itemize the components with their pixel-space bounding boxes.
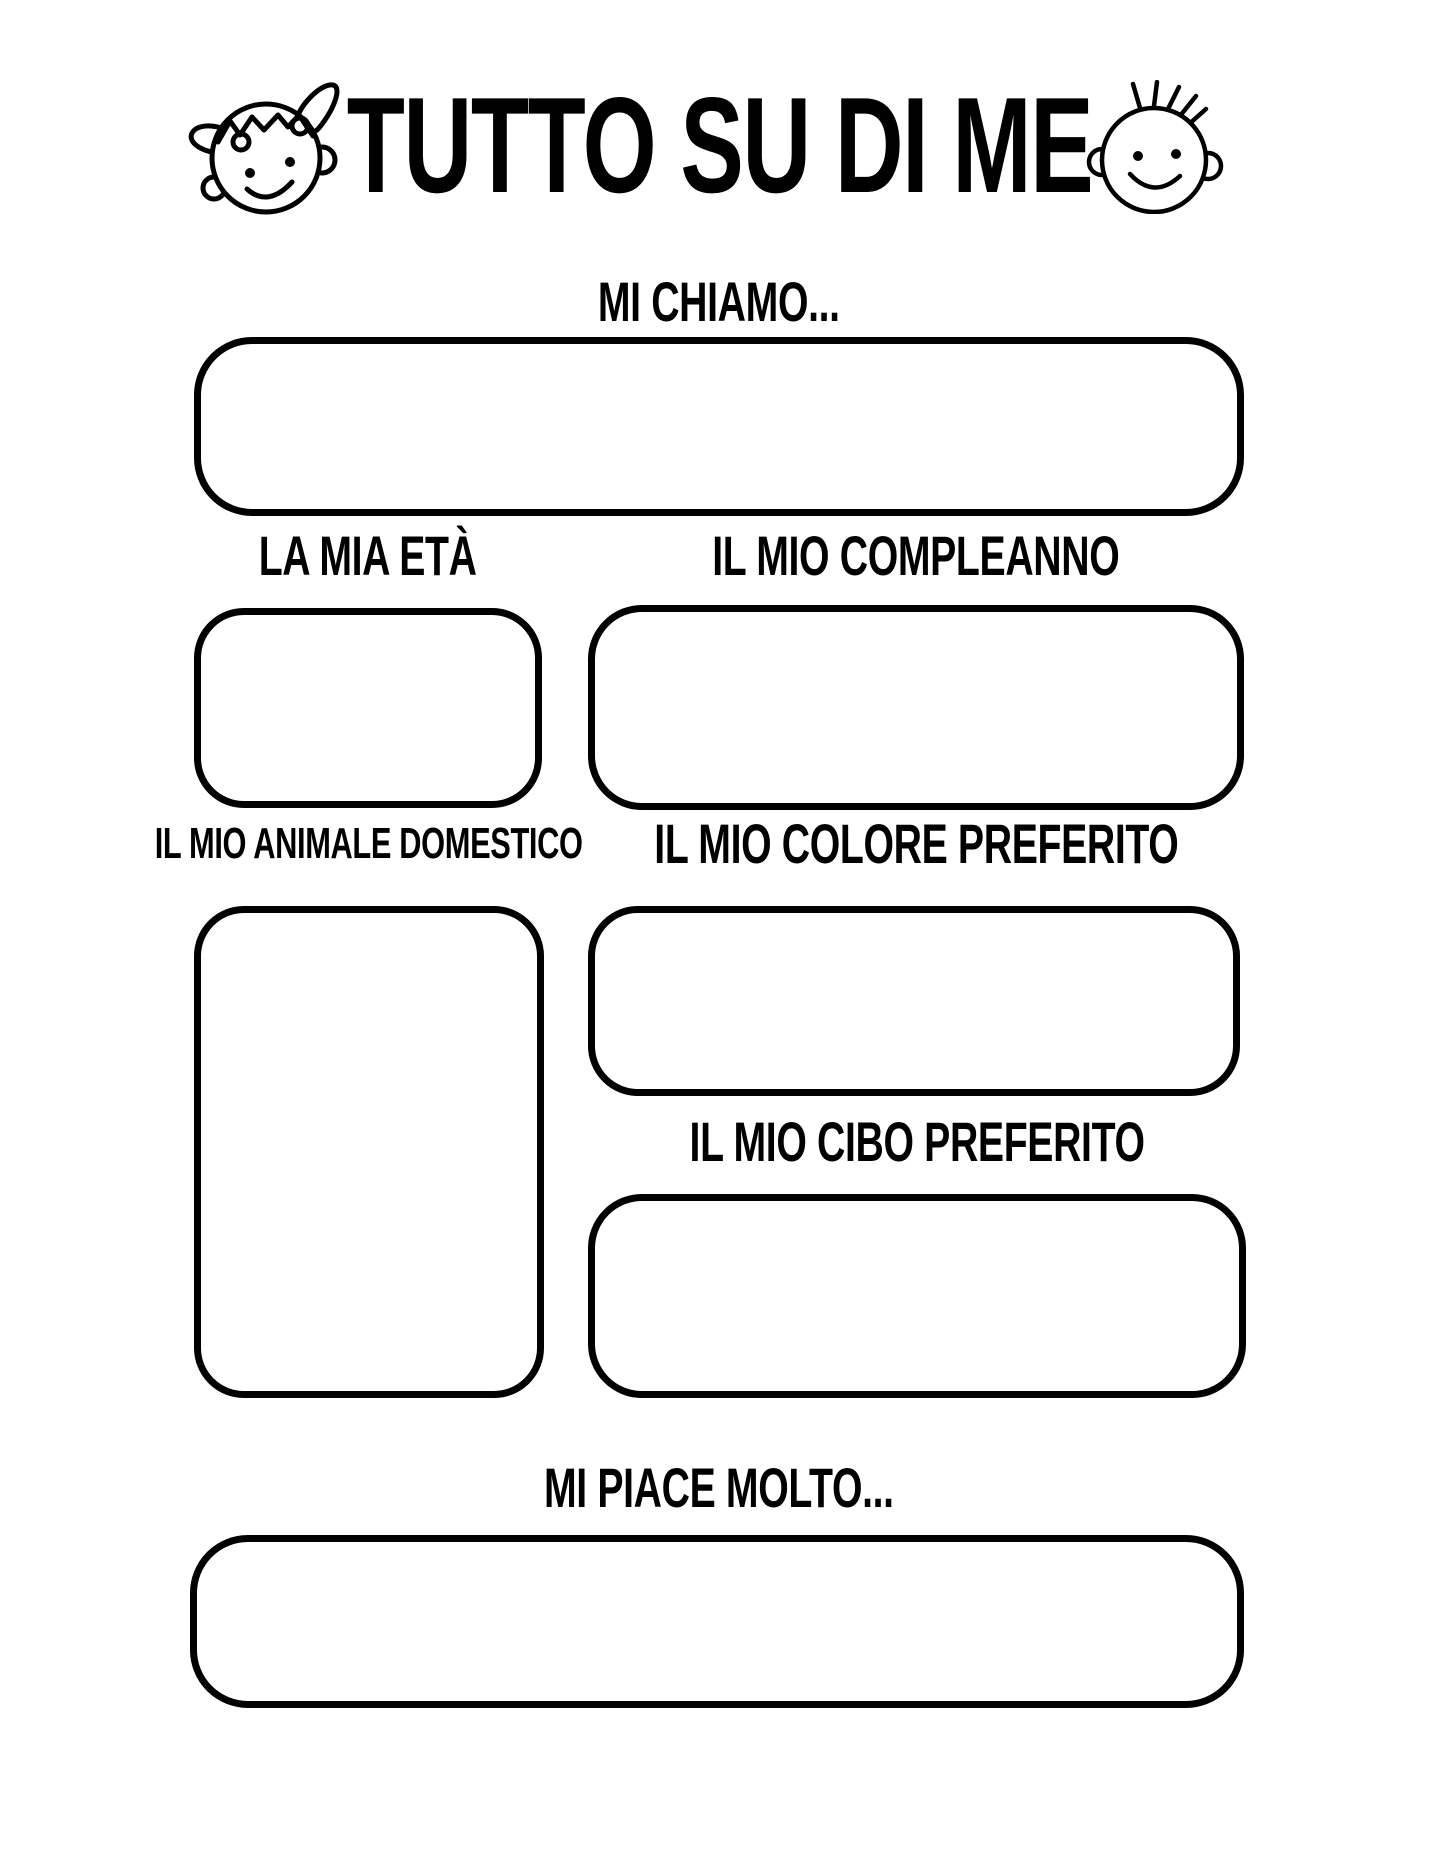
name-field-label: MI CHIAMO... [598,270,840,333]
favorite-color-field-label: IL MIO COLORE PREFERITO [653,812,1179,875]
age-input-box[interactable] [194,608,542,808]
likes-input-box[interactable] [190,1535,1244,1708]
page-title-text: TUTTO SU DI ME [347,69,1094,221]
favorite-color-input-box[interactable] [588,906,1240,1096]
pet-input-box[interactable] [194,906,544,1398]
favorite-food-field-label: IL MIO CIBO PREFERITO [689,1110,1145,1173]
page-title: TUTTO SU DI ME [320,77,1120,213]
name-input-box[interactable] [194,337,1244,516]
likes-field-label: MI PIACE MOLTO... [544,1456,894,1519]
birthday-field-label: IL MIO COMPLEANNO [712,524,1120,587]
boy-face-icon [1086,80,1224,214]
favorite-food-input-box[interactable] [588,1194,1246,1398]
pet-field-label: IL MIO ANIMALE DOMESTICO [155,819,583,868]
girl-face-icon [188,82,340,215]
birthday-input-box[interactable] [588,605,1244,810]
age-field-label: LA MIA ETÀ [259,524,477,587]
